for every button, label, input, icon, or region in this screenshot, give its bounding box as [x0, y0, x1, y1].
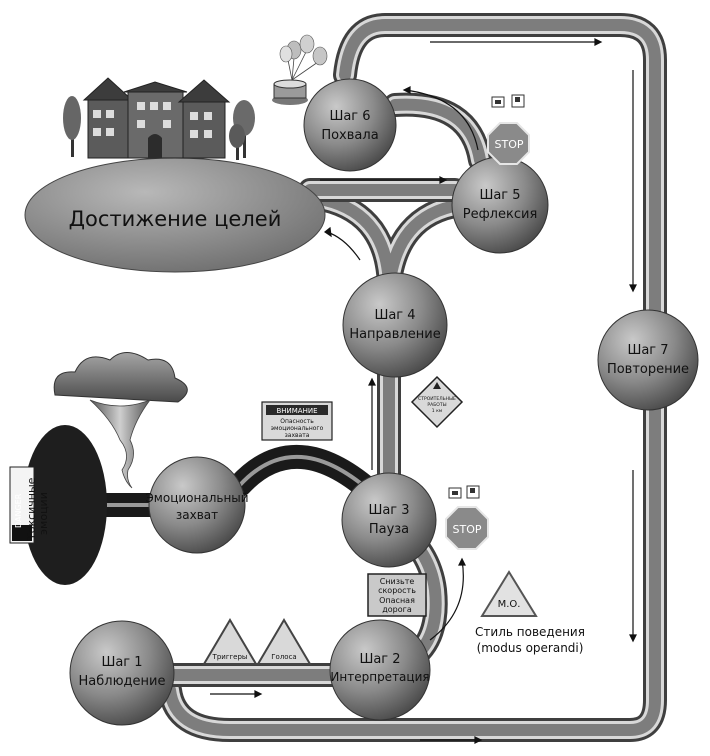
node-step7: Шаг 7 Повторение	[597, 309, 699, 411]
slow-down-sign: Снизьте скорость Опасная дорога	[367, 573, 427, 617]
toxic-emotions-oval: DANGER Токсичные эмоции	[9, 425, 107, 585]
storm-cloud-icon	[53, 352, 188, 403]
step2-title: Шаг 2	[359, 652, 400, 667]
construction-line1: СТРОИТЕЛЬНЫЕ	[418, 396, 456, 402]
slow-line1: Снизьте	[380, 577, 415, 586]
slow-line3: Опасная	[379, 596, 415, 605]
step7-title: Шаг 7	[627, 343, 668, 358]
step6-title: Шаг 6	[329, 109, 370, 124]
triggers-label: Триггеры	[212, 653, 248, 661]
node-capture: Эмоциональный захват	[145, 456, 249, 554]
balloons-icon	[279, 34, 328, 81]
capture-line2: захват	[176, 508, 218, 522]
cup-icon	[448, 487, 462, 499]
step6-sub: Похвала	[321, 128, 378, 143]
step2-sub: Интерпретация	[330, 670, 429, 684]
attention-title: ВНИМАНИЕ	[276, 407, 317, 415]
cup-icon	[491, 96, 505, 108]
node-step3: Шаг 3 Пауза	[341, 472, 437, 568]
attention-line1: Опасность	[280, 418, 314, 425]
voices-label: Голоса	[271, 653, 296, 661]
stop-sign-icon: STOP	[487, 122, 530, 165]
triggers-sign: Триггеры	[202, 618, 258, 665]
capture-line1: Эмоциональный	[145, 491, 248, 505]
tornado-icon	[89, 399, 152, 489]
mo-sign: М.О.	[480, 570, 538, 617]
slow-line4: дорога	[382, 605, 412, 614]
goals-label: Достижение целей	[69, 207, 282, 231]
step5-title: Шаг 5	[479, 188, 520, 203]
attention-line2: эмоционального	[271, 425, 324, 432]
construction-line2: РАБОТЫ	[427, 402, 446, 408]
attention-sign: ВНИМАНИЕ Опасность эмоционального захват…	[261, 401, 333, 441]
toxic-line2: эмоции	[37, 492, 50, 535]
node-step4: Шаг 4 Направление	[342, 272, 448, 378]
stop-sign-icon: STOP	[445, 506, 489, 550]
mo-caption-line2: (modus operandi)	[477, 641, 584, 655]
fuel-icon	[466, 485, 480, 499]
goals-island: Достижение целей	[24, 77, 326, 273]
cake-icon	[272, 79, 308, 105]
step1-sub: Наблюдение	[79, 674, 166, 689]
node-step6: Шаг 6 Похвала	[303, 78, 397, 172]
stop-label-bottom: STOP	[453, 523, 482, 536]
step1-title: Шаг 1	[101, 655, 142, 670]
danger-label: DANGER	[14, 493, 23, 528]
step3-title: Шаг 3	[368, 503, 409, 518]
tree-icon	[63, 96, 255, 160]
direction-arrows	[210, 38, 637, 744]
step3-sub: Пауза	[369, 522, 409, 537]
step4-title: Шаг 4	[374, 308, 415, 323]
step4-sub: Направление	[349, 327, 440, 342]
fuel-icon	[511, 94, 525, 108]
node-step5: Шаг 5 Рефлексия	[451, 156, 549, 254]
construction-line3: 1 км	[432, 408, 442, 414]
house-icon	[82, 77, 231, 159]
node-step1: Шаг 1 Наблюдение	[69, 620, 175, 726]
step5-sub: Рефлексия	[463, 207, 538, 222]
step7-sub: Повторение	[607, 362, 689, 377]
mo-label: М.О.	[498, 599, 521, 610]
stop-label-top: STOP	[495, 138, 524, 151]
voices-sign: Голоса	[256, 618, 312, 665]
construction-sign: СТРОИТЕЛЬНЫЕ РАБОТЫ 1 км	[410, 375, 464, 429]
road-network	[63, 13, 667, 742]
mo-caption-line1: Стиль поведения	[475, 625, 585, 639]
attention-line3: захвата	[285, 432, 310, 439]
slow-line2: скорость	[378, 586, 416, 595]
node-step2: Шаг 2 Интерпретация	[329, 619, 431, 721]
toxic-line1: Токсичные	[25, 477, 38, 541]
